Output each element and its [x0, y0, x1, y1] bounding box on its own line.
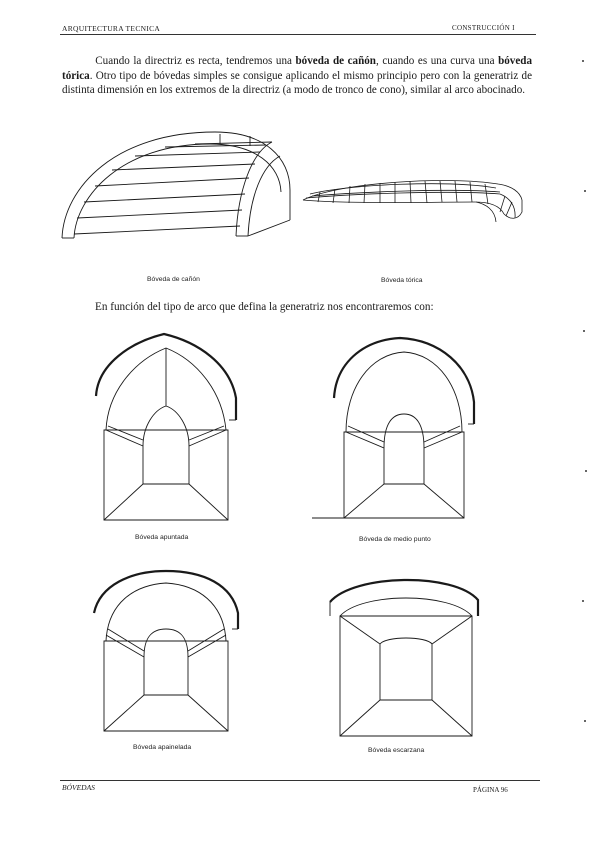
- figure-boveda-apainelada: [86, 567, 246, 737]
- header-title-right: CONSTRUCCIÓN I: [452, 24, 515, 32]
- intro-sentence: En función del tipo de arco que defina l…: [95, 301, 434, 313]
- figure-boveda-torica: [300, 172, 525, 227]
- figure-boveda-escarzana: [326, 568, 486, 740]
- footer-section-title: BÓVEDAS: [62, 783, 95, 792]
- scan-speck: [584, 720, 586, 722]
- caption-boveda-apainelada: Bóveda apainelada: [133, 744, 192, 751]
- header-rule: [60, 34, 536, 35]
- para-text-1: Cuando la directriz es recta, tendremos …: [95, 55, 296, 67]
- scan-speck: [584, 190, 586, 192]
- footer-page-number: PÁGINA 96: [473, 786, 508, 794]
- caption-boveda-torica: Bóveda tórica: [381, 277, 423, 284]
- term-boveda-canon: bóveda de cañón: [295, 55, 376, 67]
- para-text-3: . Otro tipo de bóvedas simples se consig…: [62, 69, 532, 97]
- para-text-2: , cuando es una curva una: [375, 55, 499, 67]
- term-boveda-torica: bóveda tórica: [62, 55, 532, 82]
- body-paragraph: Cuando la directriz es recta, tendremos …: [62, 54, 532, 98]
- scan-speck: [582, 600, 584, 602]
- header-title-left: ARQUITECTURA TECNICA: [62, 24, 161, 33]
- footer-rule: [60, 780, 540, 781]
- caption-boveda-apuntada: Bóveda apuntada: [135, 534, 189, 541]
- figure-boveda-canon: [60, 130, 300, 245]
- figure-boveda-medio-punto: [312, 336, 492, 526]
- figure-boveda-apuntada: [86, 334, 246, 524]
- caption-boveda-medio-punto: Bóveda de medio punto: [359, 536, 431, 543]
- scan-speck: [585, 470, 587, 472]
- caption-boveda-canon: Bóveda de cañón: [147, 276, 200, 283]
- scan-speck: [582, 60, 584, 62]
- caption-boveda-escarzana: Bóveda escarzana: [368, 747, 425, 754]
- scan-speck: [583, 330, 585, 332]
